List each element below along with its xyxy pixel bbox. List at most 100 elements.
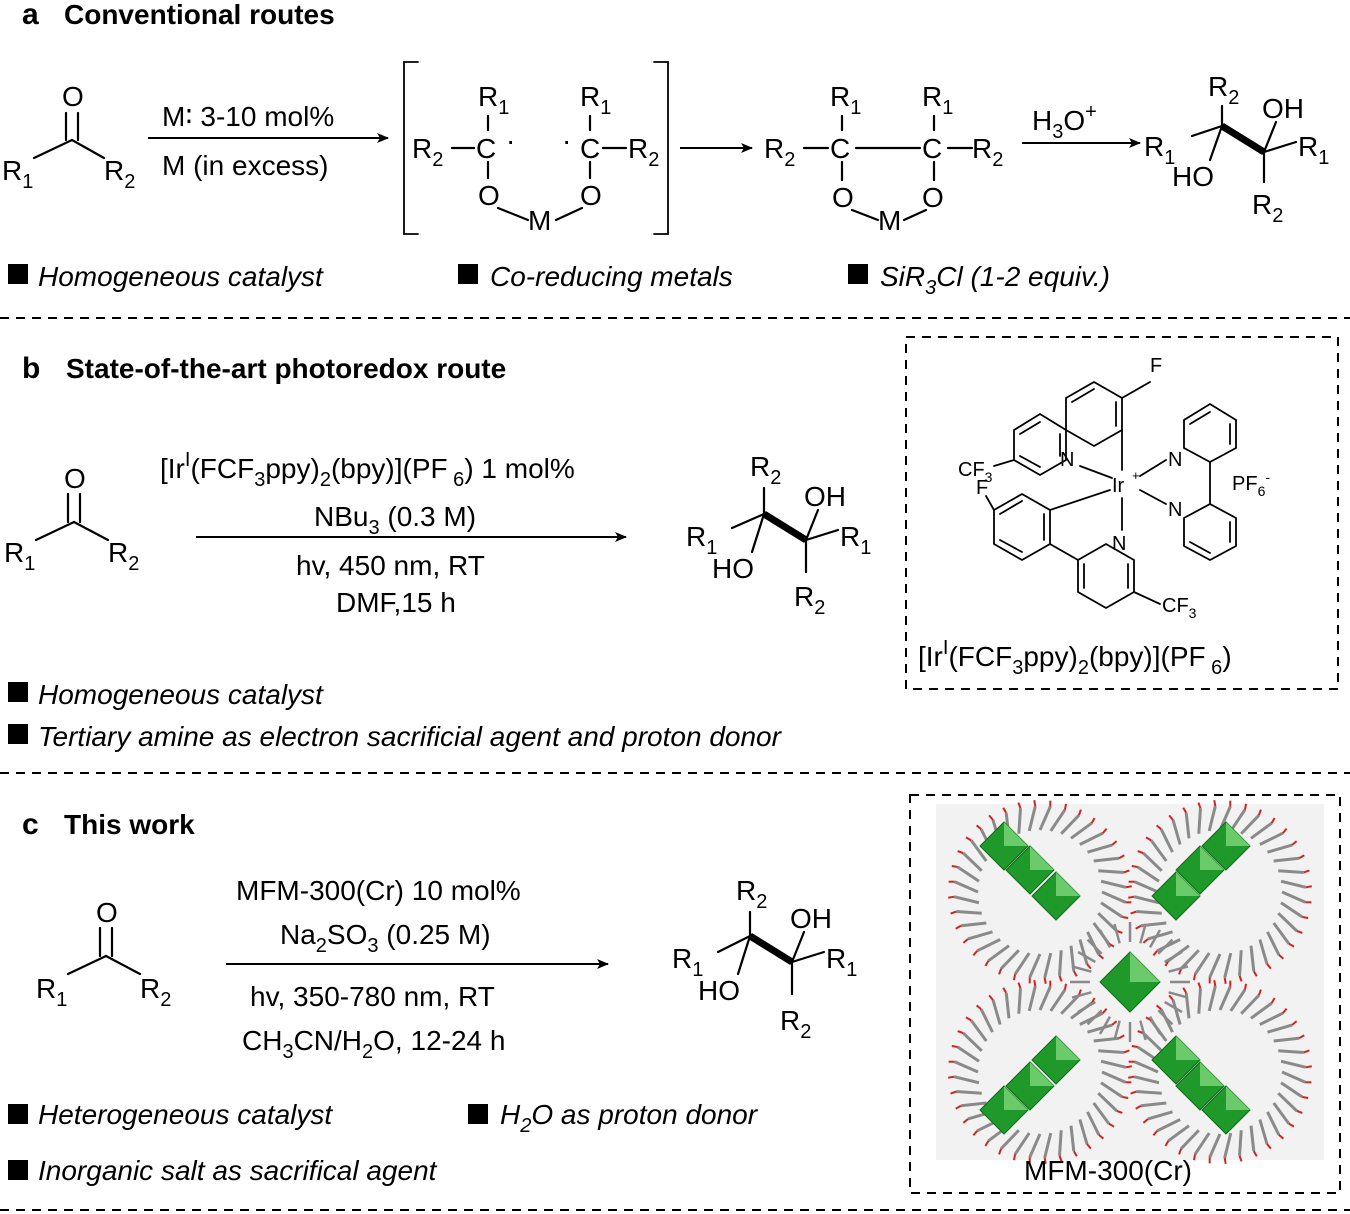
- mof-oxygen: [1108, 1122, 1115, 1128]
- mof-label: MFM-300(Cr): [1024, 1155, 1192, 1186]
- mof-linker: [954, 1060, 979, 1074]
- mof-linker: [1100, 879, 1127, 889]
- mof-linker: [1136, 1090, 1162, 1095]
- mof-oxygen: [998, 1148, 1003, 1155]
- mof-linker: [1078, 1119, 1089, 1145]
- svg-text:R1: R1: [1144, 131, 1175, 169]
- mof-oxygen: [1193, 974, 1197, 981]
- mof-linker: [1280, 1059, 1307, 1069]
- svg-text:·: ·: [562, 125, 571, 156]
- panel-c: c This work O R1 R2 MFM-300(Cr) 10 mol% …: [8, 794, 1341, 1194]
- mof-oxygen: [955, 924, 962, 930]
- mof-cr-octahedron-face: [1226, 1086, 1250, 1110]
- left-bracket: [403, 61, 419, 235]
- mof-linker: [1139, 1020, 1147, 1041]
- svg-text:O: O: [580, 180, 602, 211]
- mof-linker: [1086, 938, 1103, 955]
- mof-oxygen: [1125, 1065, 1132, 1069]
- mof-oxygen: [1193, 1154, 1197, 1161]
- mof-linker: [1136, 910, 1162, 915]
- mof-linker: [1171, 819, 1182, 845]
- mof-cr-octahedron-face: [1130, 952, 1160, 982]
- svg-text:R1: R1: [672, 943, 703, 981]
- mof-oxygen: [972, 950, 978, 957]
- svg-text:R2: R2: [736, 875, 767, 913]
- svg-text:C: C: [830, 133, 850, 164]
- svg-text:F: F: [976, 477, 988, 499]
- mof-oxygen: [1223, 977, 1227, 984]
- mof-linker: [967, 930, 993, 941]
- conditions-top: M∶ 3-10 mol%: [162, 101, 334, 132]
- panel-c-title: This work: [64, 809, 195, 840]
- r-sub: 2: [124, 171, 135, 193]
- mof-oxygen: [984, 1140, 990, 1147]
- svg-text:R2: R2: [140, 973, 171, 1011]
- mof-oxygen: [1098, 954, 1105, 960]
- mof-linker: [962, 852, 983, 872]
- panel-b: b State-of-the-art photoredox route O R1…: [4, 336, 1339, 752]
- conditions-catalyst: MFM-300(Cr) 10 mol%: [236, 875, 521, 906]
- right-bracket: [653, 61, 669, 235]
- conditions-reductant: Na2SO3 (0.25 M): [280, 919, 491, 957]
- bullet-text: Homogeneous catalyst: [38, 261, 324, 292]
- mof-oxygen: [1238, 975, 1243, 982]
- mof-linker: [1134, 880, 1159, 894]
- mof-linker: [1101, 890, 1126, 904]
- bullet-text: H2O as proton donor: [500, 1099, 759, 1137]
- catalyst-label: [IrI(FCF3ppy)2(bpy)](PF 6): [918, 637, 1232, 679]
- svg-text:R2: R2: [794, 581, 825, 619]
- mof-oxygen: [1125, 885, 1132, 889]
- mof-oxygen: [1296, 1109, 1303, 1114]
- mof-linker: [1043, 1132, 1053, 1159]
- mof-linker: [1027, 805, 1037, 832]
- mof-linker: [1101, 1070, 1126, 1084]
- mof-oxygen: [1123, 1049, 1130, 1054]
- mof-oxygen: [1213, 800, 1217, 807]
- mof-linker: [1038, 806, 1052, 831]
- mof-linker: [1167, 1124, 1190, 1143]
- svg-text:OH: OH: [1262, 93, 1304, 124]
- mof-oxygen: [1122, 915, 1129, 919]
- mof-oxygen: [988, 814, 994, 821]
- mof-oxygen: [1111, 840, 1118, 846]
- svg-text:O: O: [922, 182, 944, 213]
- mof-oxygen: [1270, 817, 1276, 824]
- mof-oxygen: [1118, 854, 1125, 860]
- mof-linker: [1098, 869, 1124, 874]
- mof-linker: [1079, 1011, 1104, 1026]
- conditions-light: hv, 350-780 nm, RT: [250, 981, 495, 1012]
- mof-oxygen: [1257, 809, 1262, 816]
- mof-linker: [1060, 994, 1080, 1015]
- mof-oxygen: [1108, 942, 1115, 948]
- mof-oxygen: [1168, 814, 1174, 821]
- mof-linker: [1159, 1008, 1174, 1033]
- bullet-square: [8, 264, 28, 284]
- mof-linker: [1147, 930, 1173, 941]
- mof-linker: [976, 938, 1001, 953]
- pinacol-product-a: R2 R1 HO OH R1 R2: [1144, 71, 1329, 227]
- mof-linker: [1193, 952, 1211, 976]
- mof-linker: [1278, 1049, 1304, 1054]
- mof-oxygen: [1152, 1130, 1158, 1137]
- svg-text:C: C: [922, 133, 942, 164]
- mof-linker: [1049, 988, 1067, 1012]
- mof-oxygen: [1145, 1016, 1152, 1022]
- mof-linker: [1250, 1001, 1273, 1020]
- mof-oxygen: [1135, 924, 1142, 930]
- svg-text:H3O+: H3O+: [1032, 101, 1097, 143]
- mof-linker: [1218, 986, 1232, 1011]
- svg-text:R1: R1: [580, 81, 611, 119]
- mof-linker: [1100, 901, 1124, 919]
- mof-oxygen: [962, 938, 969, 944]
- mof-linker: [1058, 950, 1063, 976]
- mof-linker: [1147, 1110, 1173, 1121]
- mof-oxygen: [1130, 910, 1137, 915]
- mof-linker: [1017, 988, 1022, 1014]
- svg-text:HO: HO: [712, 553, 754, 584]
- mof-linker: [969, 1019, 988, 1042]
- bullet-text: Co-reducing metals: [490, 261, 733, 292]
- mof-oxygen: [1145, 836, 1152, 842]
- mof-oxygen: [1033, 980, 1037, 987]
- conditions-light: hv, 450 nm, RT: [296, 550, 485, 581]
- catalyst-structure-box: [905, 336, 1339, 690]
